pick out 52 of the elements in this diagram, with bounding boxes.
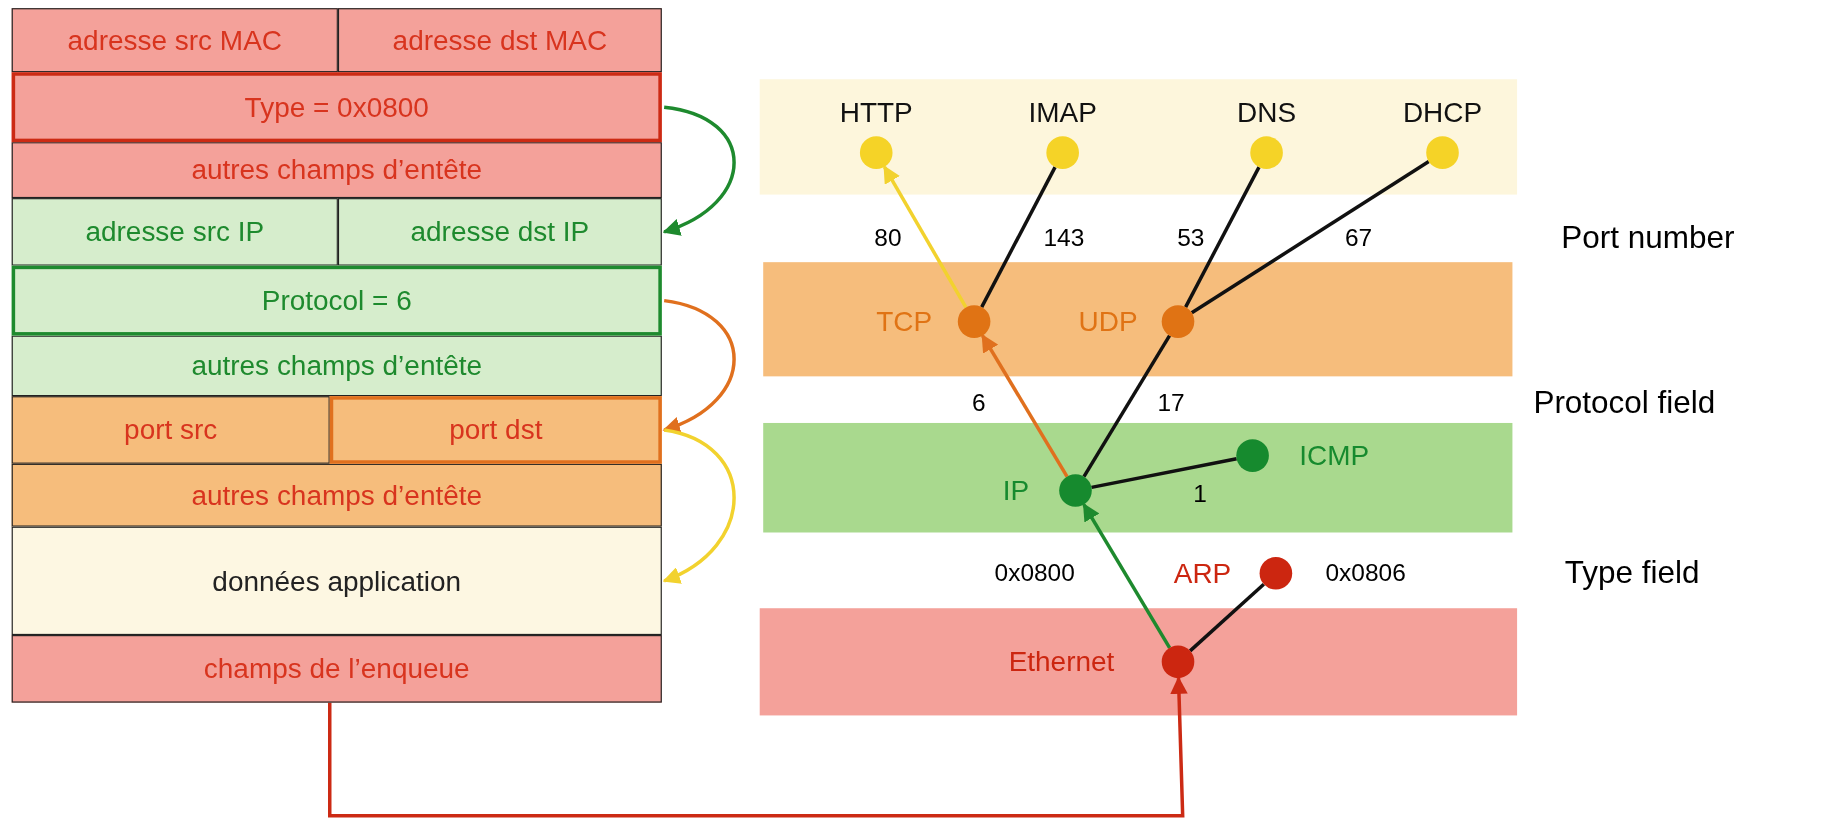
header-field: Protocol = 6 [11, 265, 662, 336]
arrow [882, 165, 968, 309]
protocol-label: UDP [1078, 305, 1138, 338]
header-field: données application [11, 526, 662, 636]
layer-label: Type field [1564, 555, 1700, 592]
header-field: adresse src MAC [11, 8, 338, 73]
connector-line [1082, 334, 1172, 478]
arrow [662, 105, 736, 235]
header-field: autres champs d’entête [11, 142, 662, 199]
edge-label: 6 [971, 389, 986, 418]
header-field: adresse dst MAC [337, 8, 662, 73]
protocol-label: ICMP [1299, 439, 1370, 472]
connector-line [1190, 159, 1430, 315]
protocol-label: DHCP [1402, 96, 1483, 130]
arrow [981, 334, 1069, 478]
header-field: port dst [329, 396, 662, 464]
connector-line [1184, 166, 1261, 308]
protocol-label: ARP [1173, 556, 1232, 590]
header-field: adresse src IP [11, 198, 338, 266]
arrow [1082, 503, 1172, 649]
arrow [662, 428, 736, 583]
layer-band [763, 262, 1513, 377]
connector-line [1188, 582, 1265, 653]
arrow [328, 676, 1188, 818]
edge-label: 67 [1345, 223, 1373, 252]
layer-label: Port number [1561, 219, 1735, 256]
header-field: adresse dst IP [337, 198, 662, 266]
connector-line [980, 166, 1057, 308]
connector-line [1091, 457, 1237, 490]
header-field: autres champs d’entête [11, 463, 662, 527]
header-field: port src [11, 396, 330, 464]
layer-label: Protocol field [1533, 385, 1716, 422]
protocol-label: IMAP [1028, 96, 1097, 130]
edge-label: 143 [1043, 223, 1085, 252]
layer-band [759, 608, 1518, 716]
edge-label: 0x0806 [1325, 559, 1406, 588]
arrow [662, 298, 736, 433]
protocol-label: HTTP [839, 96, 913, 130]
header-field: autres champs d’entête [11, 335, 662, 397]
protocol-label: Ethernet [1008, 645, 1115, 679]
layer-band [759, 79, 1518, 195]
protocol-label: DNS [1237, 96, 1297, 130]
edge-label: 17 [1157, 389, 1185, 418]
edge-label: 53 [1177, 223, 1205, 252]
protocol-label: TCP [876, 305, 933, 338]
edge-label: 1 [1193, 480, 1207, 509]
protocol-label: IP [1002, 474, 1030, 507]
edge-label: 80 [874, 223, 902, 252]
edge-label: 0x0800 [994, 559, 1075, 588]
header-field: champs de l’enqueue [11, 635, 662, 703]
header-field: Type = 0x0800 [11, 72, 662, 143]
layer-band [763, 422, 1513, 533]
